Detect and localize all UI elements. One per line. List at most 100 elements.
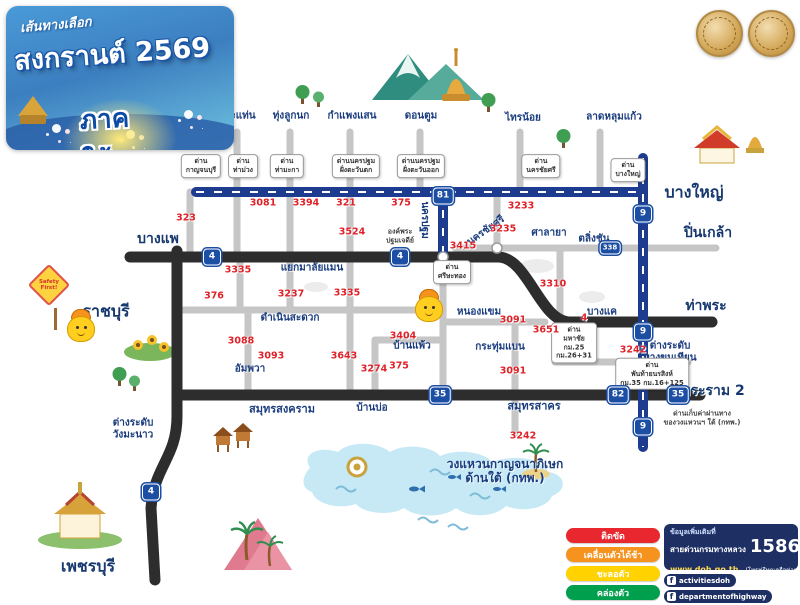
mascot-eye [432, 306, 435, 309]
place-label: ไทรน้อย [505, 112, 541, 124]
highway-shield: 9 [634, 205, 652, 223]
fish-icons [409, 474, 506, 493]
route-number: 3415 [449, 240, 477, 252]
doh-mascot-left [64, 306, 98, 344]
junction-dots [437, 242, 503, 263]
place-label: บ้านแพ้ว [393, 340, 431, 352]
banner-region: ภาคใต้ [60, 95, 180, 150]
route-number: 3242 [509, 430, 537, 442]
website-link[interactable]: www.doh.go.th [670, 565, 739, 570]
legend-item: ติดขัด [566, 528, 660, 543]
route-number: 3242 [619, 344, 647, 356]
place-label: สมุทรสงคราม [249, 402, 315, 416]
route-number: 3091 [499, 314, 527, 326]
sunflower-field-icon [124, 335, 176, 361]
route-number: 3088 [227, 335, 255, 347]
hotline-label: สายด่วนกรมทางหลวง [670, 545, 746, 554]
place-label: ลาดหลุมแก้ว [586, 111, 642, 123]
route-number: 3237 [277, 288, 305, 300]
place-label: ดอนตูม [404, 110, 438, 122]
tree-icons [112, 85, 571, 391]
social-link-label: activitiesdoh [679, 576, 731, 585]
toll-checkpoint-label: ด่านนครปฐมฝั่งตะวันตก [331, 154, 381, 178]
pink-mountain-icon [224, 518, 292, 570]
info-box: ข้อมูลเพิ่มเติมที่ สายด่วนกรมทางหลวง 158… [664, 524, 798, 570]
place-label: สมุทรสาคร [507, 399, 561, 413]
place-label: หนองแขม [456, 306, 502, 318]
place-label: กระทุ่มแบน [475, 341, 525, 353]
route-number: 3093 [257, 350, 285, 362]
map-note: องค์พระปฐมเจดีย์ [385, 227, 415, 244]
toll-checkpoint-label: ด่านท่ามะกา [269, 154, 305, 178]
toll-checkpoint-label: ด่านศรีษะทอง [433, 260, 471, 284]
toll-checkpoint-label: ด่านพันท้ายนรสิงห์กม.35 กม.16+125 [615, 357, 689, 391]
place-label: นครปฐม [418, 201, 430, 239]
sign-post [54, 308, 57, 330]
toll-checkpoint-label: ด่านบางใหญ่ [610, 158, 646, 182]
highway-shield: 4 [203, 248, 221, 266]
route-number: 3394 [292, 197, 320, 209]
hotline-note: (โทรฟรีทุกเครือข่าย) [746, 567, 798, 570]
toll-checkpoint-label: ด่านกาญจนบุรี [180, 154, 222, 178]
sea-illustration [303, 443, 563, 531]
banner-temple-icon [18, 96, 48, 116]
toll-checkpoint-label: ด่านท่าม่วง [228, 154, 258, 178]
place-label: ต่างระดับบางขุนเทียน [643, 340, 696, 364]
mascot-eye [84, 326, 87, 329]
city-label: บางใหญ่ [664, 182, 724, 202]
route-number: 4 [580, 312, 588, 324]
highway-shield: 35 [667, 386, 689, 404]
highway-shield: 4 [142, 483, 160, 501]
place-label: ศาลายา [531, 227, 567, 239]
city-label: พระราม 2 [681, 383, 745, 399]
legend-item: ชะลอตัว [566, 566, 660, 581]
legend-item: เคลื่อนตัวได้ช้า [566, 547, 660, 562]
ministry-seal-emblem [748, 10, 795, 57]
route-number: 3335 [333, 287, 361, 299]
safety-sign-label: Safety First! [38, 278, 59, 291]
highway-shield: 338 [599, 241, 621, 255]
route-number: 3233 [507, 200, 535, 212]
social-links: factivitiesdohfdepartmentofhighwayfprdoh… [664, 574, 800, 605]
place-label: ดำเนินสะดวก [260, 312, 320, 324]
mascot-smile [425, 312, 433, 316]
route-number: 323 [176, 212, 196, 224]
highway-shield: 4 [391, 248, 409, 266]
place-label: กำแพงแสน [327, 110, 377, 122]
route-number: 3404 [389, 330, 417, 342]
mascot-eye [424, 306, 427, 309]
map-note: ด่านเก็บค่าผ่านทางของวงแหวนฯ ใต้ (กทพ.) [663, 409, 741, 426]
huts-icon [213, 423, 253, 452]
route-number: 3643 [330, 350, 358, 362]
banner-temple-base [20, 115, 46, 124]
city-label: บางแพ [137, 231, 179, 247]
facebook-icon: f [667, 576, 676, 585]
route-number: 3081 [249, 197, 277, 209]
route-number: 321 [336, 197, 356, 209]
route-number: 3310 [539, 278, 567, 290]
island-palm-icon [522, 443, 550, 479]
route-number: 3335 [224, 264, 252, 276]
highway-shield: 35 [429, 386, 451, 404]
mascot-body [415, 296, 443, 322]
traffic-legend: ติดขัดเคลื่อนตัวได้ช้าชะลอตัวคล่องตัว [566, 528, 660, 600]
mascot-body [67, 316, 95, 342]
place-label: ตลิ่งชัน [578, 233, 610, 245]
city-label: ราชบุรี [82, 301, 130, 321]
hotline-number: 1586 [749, 536, 798, 557]
mascot-eye [76, 326, 79, 329]
city-label: ปิ่นเกล้า [683, 225, 733, 241]
route-number: 375 [389, 360, 409, 372]
motorway-dashes [196, 158, 644, 447]
route-number: 3524 [338, 226, 366, 238]
city-label: ท่าพระ [685, 298, 727, 314]
route-number: 3274 [360, 363, 388, 375]
flower-icon [184, 110, 193, 119]
social-link-label: departmentofhighway [679, 592, 767, 601]
doh-mascot-right [412, 286, 446, 324]
